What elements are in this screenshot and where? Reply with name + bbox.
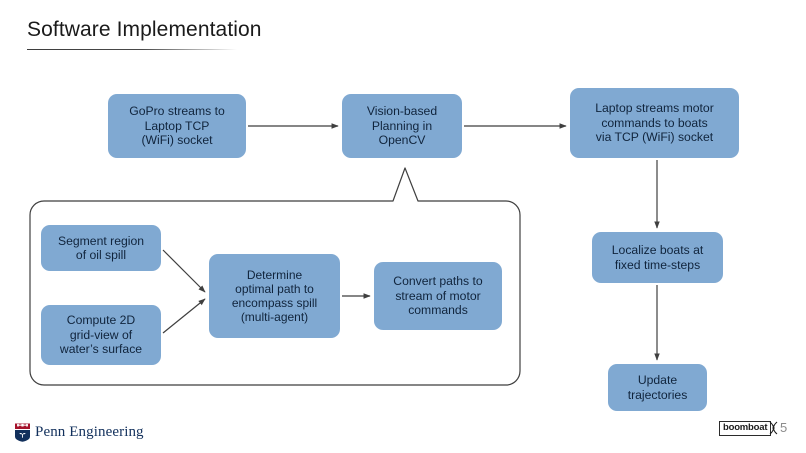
title-underline [27, 49, 237, 50]
penn-shield-icon [15, 423, 30, 442]
arrow-segment-to-determine [162, 249, 206, 293]
node-convert-paths[interactable]: Convert paths to stream of motor command… [374, 262, 502, 330]
node-localize-boats[interactable]: Localize boats at fixed time-steps [592, 232, 723, 283]
node-laptop-commands[interactable]: Laptop streams motor commands to boats v… [570, 88, 739, 158]
penn-engineering-wordmark: Penn Engineering [35, 424, 144, 440]
node-vision-planning[interactable]: Vision-based Planning in OpenCV [342, 94, 462, 158]
boomboat-label: boomboat [719, 421, 772, 436]
penn-engineering-logo: Penn Engineering [14, 423, 144, 442]
node-segment-oil-spill[interactable]: Segment region of oil spill [41, 225, 161, 271]
node-gopro-stream[interactable]: GoPro streams to Laptop TCP (WiFi) socke… [108, 94, 246, 158]
node-update-trajectories[interactable]: Update trajectories [608, 364, 707, 411]
propeller-icon [769, 421, 778, 435]
page-title: Software Implementation [27, 18, 262, 41]
node-compute-grid-view[interactable]: Compute 2D grid-view of water’s surface [41, 305, 161, 365]
arrow-compute-to-determine [162, 298, 206, 334]
page-number: 5 [780, 420, 788, 435]
node-determine-path[interactable]: Determine optimal path to encompass spil… [209, 254, 340, 338]
boomboat-badge: boomboat [719, 421, 778, 436]
